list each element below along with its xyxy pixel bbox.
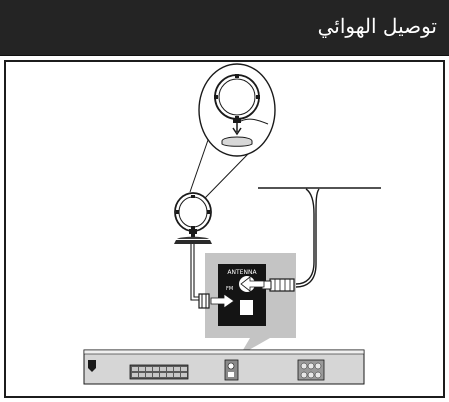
page-title: توصيل الهوائي <box>317 14 437 38</box>
antenna-lead <box>190 244 200 301</box>
jack-label: ANTENNA <box>227 269 257 276</box>
jack-sublabel: FM <box>226 286 233 292</box>
coax-plug <box>261 278 295 292</box>
receiver-unit <box>83 349 365 385</box>
illustration-panel <box>4 60 445 398</box>
header-bar: توصيل الهوائي <box>0 0 449 56</box>
loop-antenna <box>174 192 212 244</box>
fm-jack <box>240 300 253 315</box>
coax-cable <box>258 187 381 288</box>
arrow-right-icon <box>210 293 235 309</box>
antenna-connector <box>198 293 210 309</box>
magnified-loop-antenna <box>198 63 276 157</box>
arrow-right-icon <box>240 276 265 292</box>
